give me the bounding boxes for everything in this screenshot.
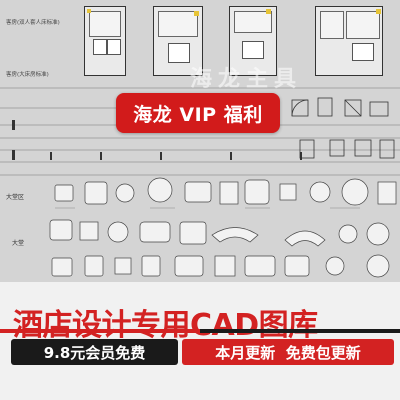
plan-label-king: 客房(大床房标准) [6,72,49,78]
row-label-lobby: 大堂 [12,240,25,247]
membership-button[interactable]: 9.8元会员免费 [11,339,178,365]
row-label-lobby-area: 大堂区 [6,194,25,201]
cad-linework [0,87,400,278]
room-plan-deluxe [315,6,383,76]
plan-label-twin: 客房(双人套人床标准) [6,20,60,26]
title-underline [0,329,400,333]
membership-button-label: 9.8元会员免费 [43,343,146,362]
room-plan-king [153,6,203,76]
banner-title: 酒店设计专用CAD图库 [13,308,318,343]
watermark-text: 海龙主具 [190,67,303,92]
cad-drawing-area: 客房(双人套人床标准) 客房(大床房标准) 大堂区 大堂 海龙主具 [0,6,400,278]
vip-promo-text: 海龙 VIP 福利 [133,103,263,126]
monthly-update-button-label: 本月更新 免费包更新 [215,343,361,362]
monthly-update-button[interactable]: 本月更新 免费包更新 [182,339,394,365]
room-plan-suite [229,6,277,76]
room-plan-twin [84,6,126,76]
vip-promo-badge[interactable]: 海龙 VIP 福利 [116,93,280,133]
